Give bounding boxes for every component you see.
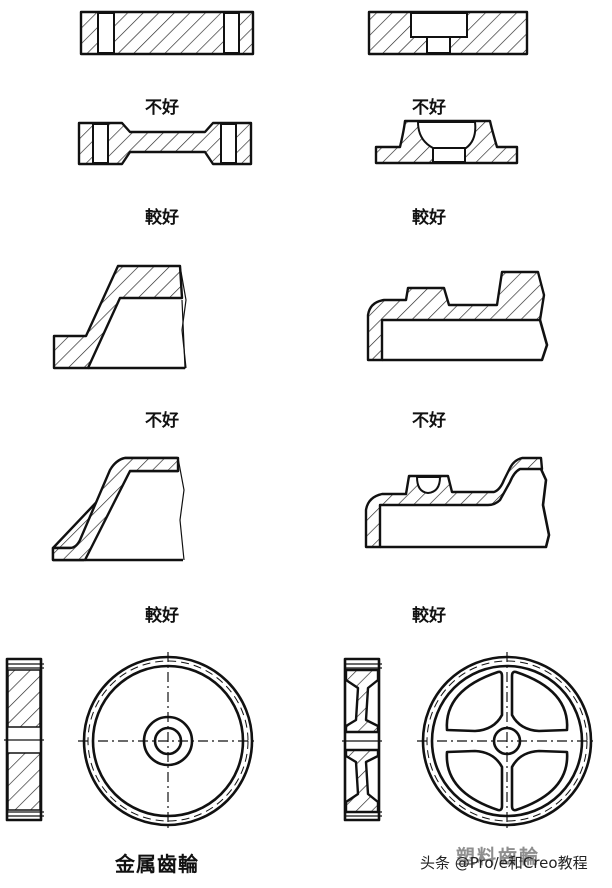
housing-base <box>382 319 549 362</box>
window-top-right <box>510 670 569 733</box>
web-upper <box>7 669 41 728</box>
housing-base <box>380 468 551 549</box>
label-row4-right: 較好 <box>412 606 446 626</box>
plastic-gear-caption: 塑料齒輪 <box>456 846 541 868</box>
label-row1-right: 不好 <box>412 98 446 118</box>
slope-wall-shell <box>51 456 180 562</box>
label-row2-left: 較好 <box>145 208 179 228</box>
break-line <box>177 457 185 561</box>
part-row3-right-thick-bosses <box>366 270 549 362</box>
web-upper <box>344 668 380 734</box>
part-row1-left-thick-plate <box>79 10 255 56</box>
hole-left <box>92 123 109 164</box>
part-row2-left-cored-plate <box>77 121 253 166</box>
metal-gear-caption: 金属齒輪 <box>115 852 199 876</box>
web-lower <box>344 748 380 814</box>
housing-wall <box>366 270 546 362</box>
boss-cavity <box>416 121 477 149</box>
watermark: 头条 @Pro/e和Creo教程 <box>420 854 588 872</box>
part-row2-right-flanged-boss <box>374 119 519 165</box>
metal-gear-front-view <box>78 652 258 830</box>
label-row3-right: 不好 <box>412 411 446 431</box>
break-line <box>179 265 187 369</box>
plastic-gear-side-view <box>342 657 382 822</box>
spoke-windows <box>445 670 569 812</box>
label-row1-left: 不好 <box>145 98 179 118</box>
boss-core <box>415 476 442 495</box>
part-row1-right-counterbored-block <box>367 10 529 56</box>
part-row4-right-cored-bosses <box>364 456 551 549</box>
slope-wall <box>52 264 184 370</box>
hole-right <box>223 12 240 54</box>
through-hole <box>426 36 451 54</box>
gear-side-outline <box>343 657 381 822</box>
through-hole <box>432 147 466 163</box>
window-top-left <box>445 670 504 733</box>
hole-right <box>220 123 237 164</box>
metal-gear-side-view <box>4 657 44 822</box>
part-row4-left-uniform-slope <box>51 456 185 562</box>
plastic-gear-front-view <box>417 652 597 830</box>
label-row4-left: 較好 <box>145 606 179 626</box>
label-row3-left: 不好 <box>145 411 179 431</box>
counterbore <box>410 12 468 38</box>
hole-left <box>97 12 115 54</box>
window-bottom-left <box>445 749 504 812</box>
housing-wall <box>364 456 544 549</box>
window-bottom-right <box>510 749 569 812</box>
web-lower <box>7 752 41 811</box>
part-row3-left-thick-slope <box>52 264 187 370</box>
cored-plate-body <box>77 121 253 166</box>
label-row2-right: 較好 <box>412 208 446 228</box>
